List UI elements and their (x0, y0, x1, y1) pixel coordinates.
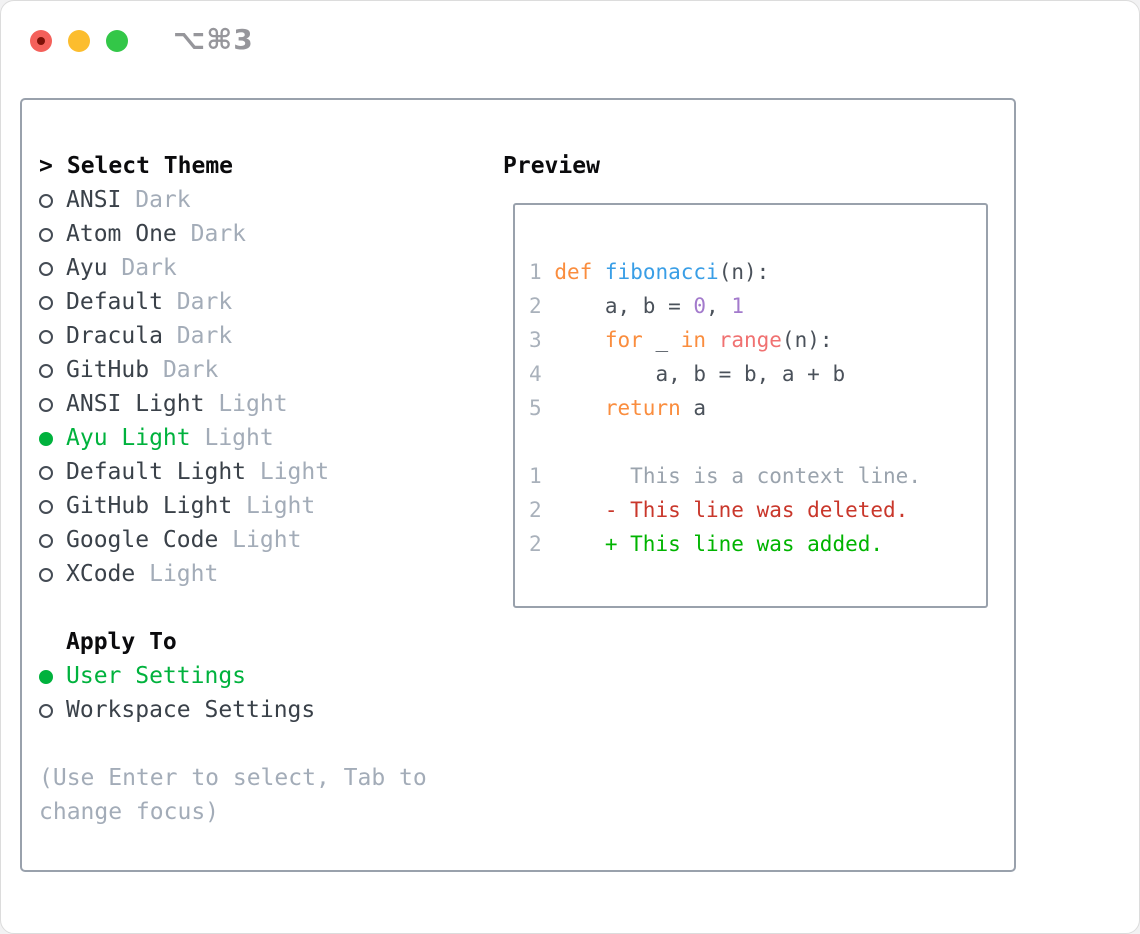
code-line: 2 + This line was added. (529, 532, 884, 556)
option-variant: Light (232, 493, 316, 519)
option-variant: Dark (176, 221, 247, 247)
radio-icon (39, 500, 53, 514)
option-label: Ayu Light (66, 425, 191, 451)
option-variant: Dark (162, 323, 233, 349)
theme-option-ayu-light[interactable]: Ayu Light Light (39, 421, 427, 455)
spacer (39, 727, 427, 761)
blank-line (529, 425, 921, 459)
code-line: 3 for _ in range(n): (529, 328, 833, 352)
apply-to-label: Apply To (66, 629, 177, 655)
option-label: ANSI (66, 187, 122, 213)
theme-option-default-light[interactable]: Default Light Light (39, 455, 427, 489)
code-line: 2 - This line was deleted. (529, 498, 909, 522)
option-label: XCode (66, 561, 136, 587)
option-label: GitHub (66, 357, 150, 383)
radio-icon (39, 534, 53, 548)
theme-option-ansi-light[interactable]: ANSI Light Light (39, 387, 427, 421)
option-label: Default Light (66, 459, 247, 485)
select-theme-header: > Select Theme (39, 149, 427, 183)
hint-text-line-1: (Use Enter to select, Tab to (39, 765, 427, 791)
close-dot-icon (37, 37, 45, 45)
code-line: 5 return a (529, 396, 707, 420)
radio-icon (39, 364, 53, 378)
option-variant: Dark (162, 289, 233, 315)
option-variant: Light (218, 527, 302, 553)
radio-selected-icon (39, 432, 53, 446)
option-variant: Dark (149, 357, 219, 383)
theme-option-google-code[interactable]: Google Code Light (39, 523, 427, 557)
radio-icon (39, 228, 53, 242)
apply-option-workspace-settings[interactable]: Workspace Settings (39, 693, 427, 727)
radio-icon (39, 466, 53, 480)
theme-option-dracula[interactable]: Dracula Dark (39, 319, 427, 353)
option-variant: Dark (121, 187, 191, 213)
code-line: 1 def fibonacci(n): (529, 260, 770, 284)
radio-icon (39, 568, 53, 582)
option-label: GitHub Light (66, 493, 233, 519)
spacer (39, 591, 427, 625)
option-label: Dracula (66, 323, 163, 349)
cursor-icon: > (39, 153, 53, 179)
option-variant: Light (190, 425, 274, 451)
radio-icon (39, 262, 53, 276)
apply-option-user-settings[interactable]: User Settings (39, 659, 427, 693)
minimize-button[interactable] (68, 30, 90, 52)
close-button[interactable] (30, 30, 52, 52)
option-label: ANSI Light (66, 391, 205, 417)
code-line: 2 a, b = 0, 1 (529, 294, 744, 318)
option-label: Atom One (66, 221, 177, 247)
hint-text-line-2: change focus) (39, 799, 220, 825)
apply-to-header: Apply To (39, 625, 427, 659)
preview-header: Preview (503, 153, 600, 179)
option-variant: Light (135, 561, 219, 587)
theme-option-github-light[interactable]: GitHub Light Light (39, 489, 427, 523)
theme-option-atom-one[interactable]: Atom One Dark (39, 217, 427, 251)
radio-icon (39, 296, 53, 310)
zoom-button[interactable] (106, 30, 128, 52)
radio-selected-icon (39, 670, 53, 684)
option-label: Google Code (66, 527, 219, 553)
theme-option-ayu[interactable]: Ayu Dark (39, 251, 427, 285)
theme-option-ansi[interactable]: ANSI Dark (39, 183, 427, 217)
option-label: User Settings (66, 663, 247, 689)
preview-pane: 1 def fibonacci(n): 2 a, b = 0, 1 3 for _ … (513, 203, 988, 608)
title-bar[interactable]: ⌥⌘3 (1, 1, 1139, 81)
option-label: Ayu (66, 255, 108, 281)
radio-icon (39, 330, 53, 344)
option-label: Workspace Settings (66, 697, 316, 723)
window-title: ⌥⌘3 (173, 23, 254, 56)
option-label: Default (66, 289, 163, 315)
code-line: 1 This is a context line. (529, 464, 921, 488)
code-line: 4 a, b = b, a + b (529, 362, 846, 386)
select-theme-label: Select Theme (66, 153, 234, 179)
theme-option-xcode[interactable]: XCode Light (39, 557, 427, 591)
option-variant: Light (204, 391, 288, 417)
code-preview: 1 def fibonacci(n): 2 a, b = 0, 1 3 for _ … (529, 255, 921, 561)
theme-option-github[interactable]: GitHub Dark (39, 353, 427, 387)
option-variant: Light (246, 459, 330, 485)
radio-icon (39, 398, 53, 412)
theme-option-default[interactable]: Default Dark (39, 285, 427, 319)
radio-icon (39, 704, 53, 718)
radio-icon (39, 194, 53, 208)
option-variant: Dark (107, 255, 177, 281)
